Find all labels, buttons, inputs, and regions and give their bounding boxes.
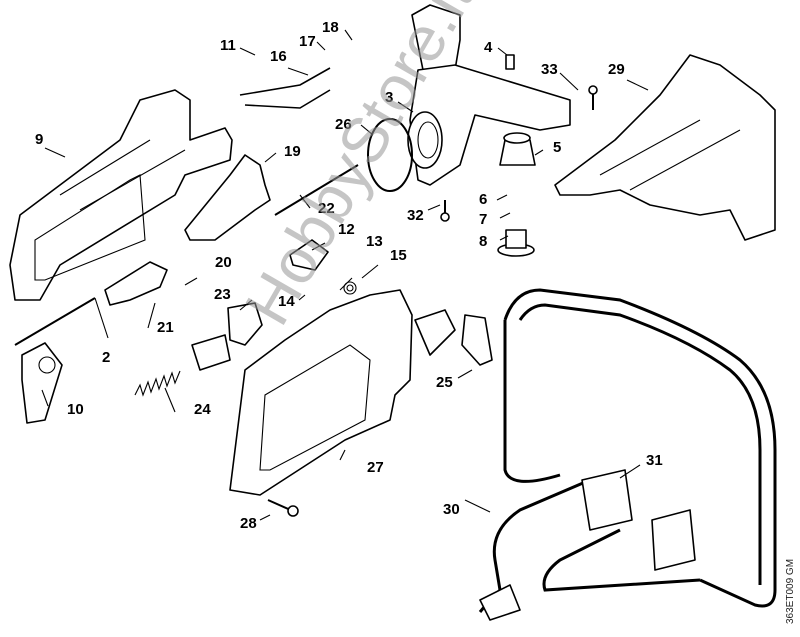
callout-19: 19: [284, 143, 301, 160]
callout-25: 25: [436, 374, 453, 391]
callout-21: 21: [157, 319, 174, 336]
part-5-buffer: [499, 132, 536, 166]
callout-2: 2: [102, 349, 111, 366]
callout-28: 28: [240, 515, 257, 532]
callout-32: 32: [407, 207, 424, 224]
callout-16: 16: [270, 48, 287, 65]
drawing-code: 363ET009 GM: [785, 558, 796, 624]
part-3-holder: [407, 4, 571, 186]
part-26-o-ring: [367, 118, 413, 192]
callout-31: 31: [646, 452, 663, 469]
callout-23: 23: [214, 286, 231, 303]
callout-33: 33: [541, 61, 558, 78]
callout-11: 11: [220, 37, 236, 54]
callout-9: 9: [35, 131, 44, 148]
part-25-clip: [461, 314, 493, 366]
part-29-cover: [554, 54, 776, 241]
callout-14: 14: [278, 293, 295, 310]
callout-24: 24: [194, 401, 211, 418]
callout-17: 17: [299, 33, 316, 50]
part-27-handle-half: [229, 289, 456, 496]
part-32-screw: [440, 200, 450, 222]
callout-15: 15: [390, 247, 407, 264]
callout-8: 8: [479, 233, 488, 250]
callout-30: 30: [443, 501, 460, 518]
callout-6: 6: [479, 191, 488, 208]
callout-5: 5: [553, 139, 562, 156]
part-12-switch: [289, 239, 329, 271]
callout-13: 13: [366, 233, 383, 250]
callout-4: 4: [484, 39, 493, 56]
callout-20: 20: [215, 254, 232, 271]
part-21-bracket: [104, 261, 168, 306]
part-9-handle-housing: [9, 89, 233, 301]
leader-lines: [41, 29, 649, 521]
part-28-screw: [267, 499, 299, 517]
callout-3: 3: [385, 89, 394, 106]
callout-22: 22: [318, 200, 335, 217]
part-24-spring: [134, 370, 181, 397]
part-19-lever: [184, 154, 271, 241]
part-10-lever: [21, 342, 63, 424]
part-30-front-handle: [478, 288, 777, 621]
part-8-buffer: [497, 229, 535, 257]
part-4-pin: [505, 54, 515, 70]
part-22-rod: [274, 164, 359, 216]
callout-18: 18: [322, 19, 339, 36]
callout-12: 12: [338, 221, 355, 238]
callout-10: 10: [67, 401, 84, 418]
part-33-screw: [588, 85, 598, 110]
part-2-rod: [14, 297, 96, 346]
callout-26: 26: [335, 116, 352, 133]
part-16-wires: [239, 67, 331, 109]
callout-27: 27: [367, 459, 384, 476]
callout-29: 29: [608, 61, 625, 78]
part-15-spring: [343, 281, 357, 295]
callout-7: 7: [479, 211, 488, 228]
part-23-slide: [191, 302, 263, 371]
